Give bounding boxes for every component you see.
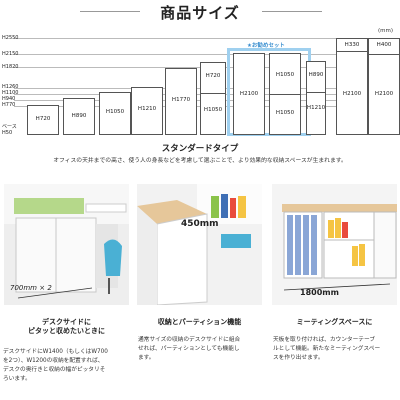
cabinet-label: H720 [35, 116, 51, 122]
cabinet-label: H1770 [171, 97, 191, 103]
size-chart: H2550 H2150 H1820 H1260 H1100 H940 H770 … [0, 30, 400, 140]
dimension-label: 1800mm [300, 288, 339, 297]
body-line: ろいます。 [3, 376, 31, 382]
caption-line: ピタッと収めたいときに [28, 327, 105, 335]
cabinet-stack-h330-h2100 [336, 38, 368, 135]
recommended-set-label: ★お勧めセット [247, 43, 285, 49]
cabinet-stack-h400-h2100 [368, 38, 400, 135]
gridline-h2150 [14, 54, 400, 55]
cabinet-label: H1050 [275, 72, 295, 78]
cabinet-h1770 [165, 68, 197, 135]
cabinet-label: H2100 [342, 91, 362, 97]
dimension-label: 450mm [181, 219, 219, 229]
cabinet-label: H400 [376, 42, 392, 48]
cabinet-h890 [63, 98, 95, 135]
height-label: H2150 [2, 51, 19, 57]
base-label: ベース [2, 124, 17, 130]
body-meeting-space: 天板を取り付ければ、カウンターテーブ ルとして機能。新たなミーティングスペー ス… [273, 336, 395, 363]
body-desk-side: デスクサイドにW1400（もしくはW700 を2つ）、W1200の収納を配置すれ… [3, 348, 125, 384]
cabinet-label: H720 [205, 73, 221, 79]
height-label: H770 [2, 102, 16, 108]
photo-partition: 450mm [137, 184, 262, 305]
section-description: オフィスの天井までの高さ、使う人の身長などを考慮して選ぶことで、より効果的な収納… [53, 158, 347, 164]
height-label: H1100 [2, 90, 19, 96]
dimension-label: 700mm × 2 [10, 284, 52, 292]
cabinet-label: H2100 [239, 91, 259, 97]
height-label: H1820 [2, 64, 19, 70]
cabinet-label: H890 [71, 113, 87, 119]
cabinet-h720 [27, 105, 59, 135]
cabinet-label: H1210 [137, 106, 157, 112]
caption-line: ミーティングスペースに [296, 318, 373, 326]
height-label: H940 [2, 96, 16, 102]
photo-desk-side: 700mm × 2 [4, 184, 129, 305]
body-partition: 通常サイズの収納のデスクサイドに組合 せれば、パーティションとしても機能し ます… [138, 336, 260, 363]
body-line: 天板を取り付ければ、カウンターテーブ [273, 337, 376, 343]
caption-line: 収納とパーティション機能 [157, 318, 242, 326]
title-rule-left [80, 11, 140, 12]
cabinet-label: H890 [308, 72, 324, 78]
height-label: H1260 [2, 84, 19, 90]
caption-meeting-space: ミーティングスペースに [272, 318, 397, 327]
cabinet-label: H1050 [203, 107, 223, 113]
cabinet-stack-h890-h1210 [306, 61, 326, 135]
caption-line: デスクサイドに [42, 318, 91, 326]
body-line: デスクサイドにW1400（もしくはW700 [3, 349, 108, 355]
body-line: を2つ）、W1200の収納を配置すれば、 [3, 358, 104, 364]
photo-meeting-space: 1800mm [272, 184, 397, 305]
title-rule-right [262, 11, 322, 12]
cabinet-label: H1050 [275, 110, 295, 116]
cabinet-label: H2100 [374, 91, 394, 97]
cabinet-h1210 [131, 87, 163, 135]
body-line: スを作り出せます。 [273, 355, 324, 361]
body-line: ルとして機能。新たなミーティングスペー [273, 346, 381, 352]
cabinet-stack-h720-h1050 [200, 62, 226, 135]
cabinet-h2100 [233, 53, 265, 135]
body-line: せれば、パーティションとしても機能し [138, 346, 240, 352]
cabinet-label: H1210 [306, 105, 326, 111]
cabinet-label: H330 [344, 42, 360, 48]
cabinet-stack-h1050-h1050 [269, 53, 301, 135]
page-title: 商品サイズ [160, 4, 240, 22]
section-subtitle: スタンダードタイプ [161, 144, 239, 154]
unit-label: (mm) [378, 28, 394, 34]
body-line: デスクの奥行きと収納の幅がピッタリそ [3, 367, 106, 373]
height-label: H2550 [2, 35, 19, 41]
height-label: H50 [2, 130, 13, 136]
caption-desk-side: デスクサイドに ピタッと収めたいときに [4, 318, 129, 336]
body-line: 通常サイズの収納のデスクサイドに組合 [138, 337, 241, 343]
cabinet-label: H1050 [105, 109, 125, 115]
caption-partition: 収納とパーティション機能 [137, 318, 262, 327]
cabinet-h1050 [99, 92, 131, 135]
gridline-h2550 [14, 38, 400, 39]
body-line: ます。 [138, 355, 155, 361]
